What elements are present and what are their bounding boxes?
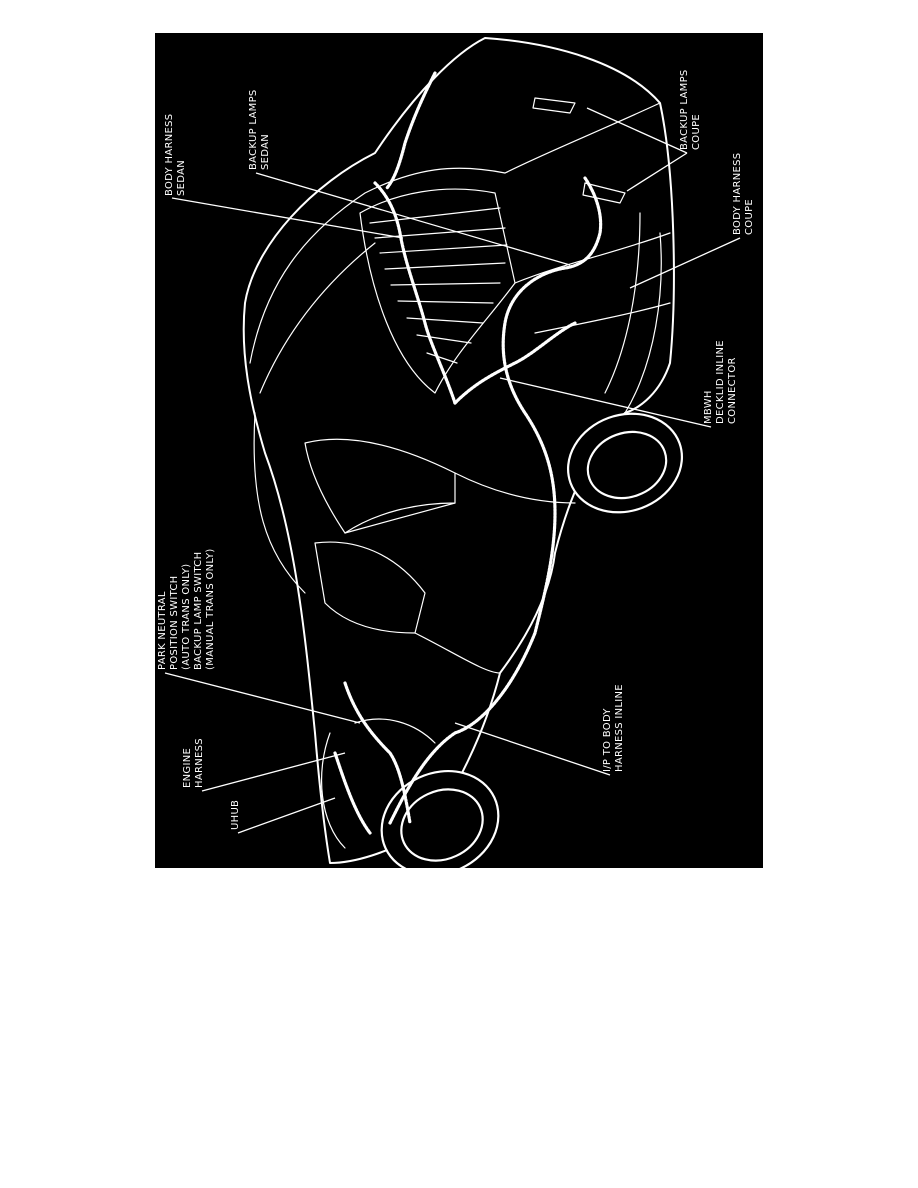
rear-window: [359, 188, 516, 394]
windshield: [253, 242, 376, 594]
label-backup-lamps-sedan: BACKUP LAMPS SEDAN: [248, 86, 271, 170]
leader-backup-lamps-coupe-lower: [626, 152, 688, 192]
label-ip-to-body-harness: I/P TO BODY HARNESS INLINE: [602, 684, 625, 772]
sedan-rear-window-harness: [373, 181, 457, 405]
leader-lines: [164, 107, 741, 834]
label-backup-lamps-coupe: BACKUP LAMPS COUPE: [679, 66, 702, 150]
door-line: [344, 472, 576, 674]
leader-uhub: [237, 797, 336, 834]
leader-engine-harness: [201, 752, 346, 792]
trunk-lid: [504, 102, 671, 334]
leader-park-neutral: [164, 672, 361, 724]
label-engine-harness: ENGINE HARNESS: [182, 738, 205, 788]
label-park-neutral-switch: PARK NEUTRAL POSITION SWITCH (AUTO TRANS…: [157, 548, 216, 670]
callout-labels: BODY HARNESS SEDAN BACKUP LAMPS SEDAN BA…: [157, 66, 755, 830]
label-mbwh-decklid-connector: MBWH DECKLID INLINE CONNECTOR: [703, 337, 738, 424]
leader-body-harness-coupe: [629, 237, 741, 289]
decklid-harness: [453, 321, 577, 405]
label-body-harness-sedan: BODY HARNESS SEDAN: [164, 110, 187, 196]
leader-backup-lamps-coupe-upper: [586, 107, 688, 154]
tail-lamp-coupe-upper: [532, 97, 576, 114]
wiring-harness: [333, 71, 603, 835]
front-harness: [333, 681, 412, 835]
rear-bumper: [604, 212, 662, 414]
front-wheel-hub: [400, 788, 484, 862]
label-body-harness-coupe: BODY HARNESS COUPE: [732, 149, 755, 235]
side-windows: [304, 438, 456, 634]
wiring-diagram-figure: BODY HARNESS SEDAN BACKUP LAMPS SEDAN BA…: [155, 33, 763, 868]
tail-lamp-coupe-lower: [582, 182, 626, 204]
leader-ip-to-body: [454, 722, 611, 776]
leader-body-harness-sedan: [171, 197, 404, 239]
label-uhub: UHUB: [230, 800, 241, 830]
rear-wheel-hub: [586, 430, 668, 500]
rear-window-lines: [369, 207, 508, 364]
car-wiring-diagram: BODY HARNESS SEDAN BACKUP LAMPS SEDAN BA…: [155, 33, 763, 868]
leader-backup-lamps-sedan: [255, 172, 571, 266]
trunk-lid-harness: [385, 71, 437, 190]
wheels: [380, 412, 684, 868]
roof-line: [249, 167, 506, 364]
body-harness-route: [388, 176, 603, 825]
car-body: [242, 37, 675, 864]
leader-mbwh-decklid: [499, 377, 712, 428]
